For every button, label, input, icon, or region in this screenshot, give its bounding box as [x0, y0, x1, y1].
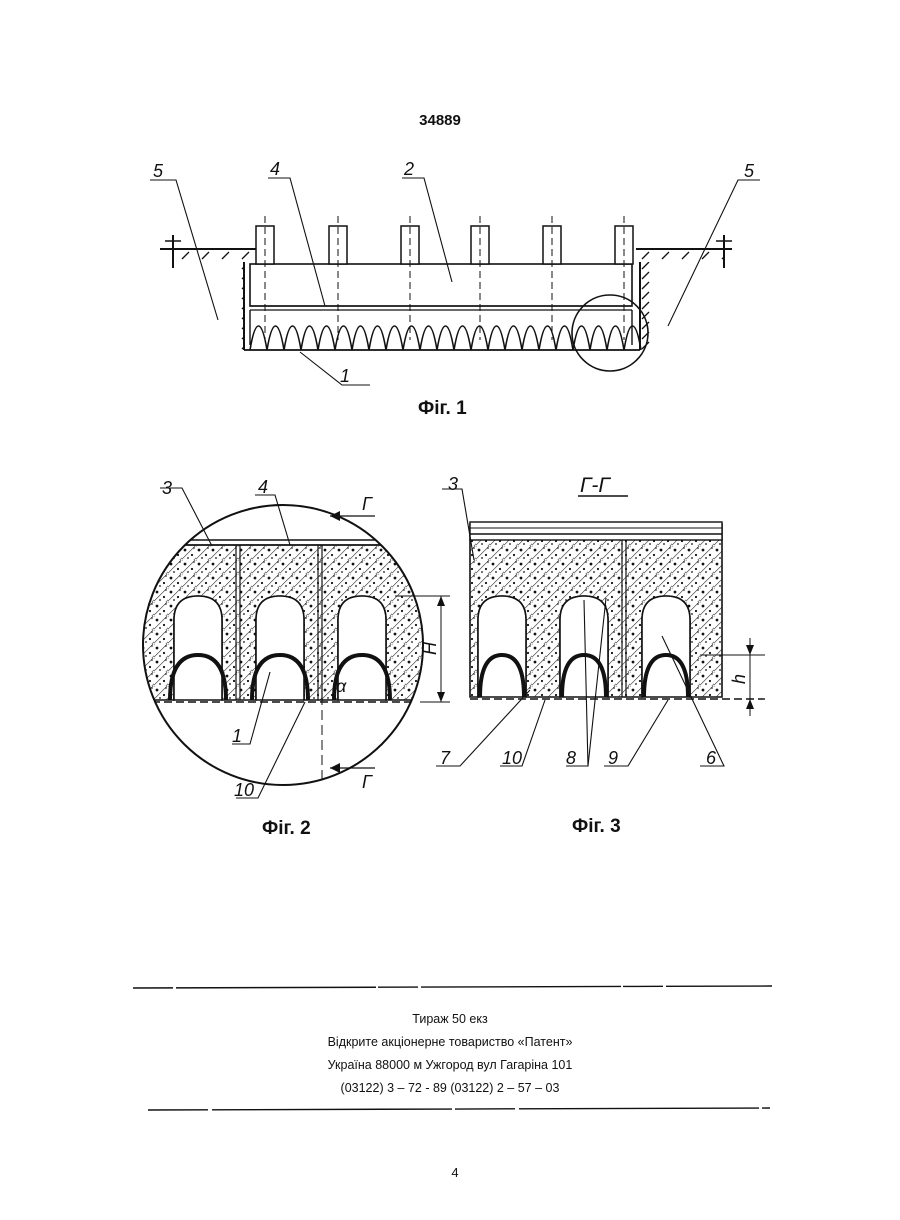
fig2-label-1: 1 [232, 726, 242, 746]
fig2-label-4: 4 [258, 477, 268, 497]
fig2-cut-top: Г [362, 494, 373, 514]
fig3-label-10: 10 [502, 748, 522, 768]
fig3-dim-h: h [729, 674, 749, 684]
footer-rule-top [133, 986, 772, 988]
footer-rule-bottom [148, 1108, 770, 1110]
fig1-caption: Фіг. 1 [418, 398, 467, 419]
fig3-caption: Фіг. 3 [572, 816, 621, 837]
fig2-cut-bottom: Г [362, 772, 373, 792]
footer-print-run: Тираж 50 екз [0, 1008, 900, 1031]
fig2-label-10: 10 [234, 780, 254, 800]
fig2-angle: α [336, 676, 347, 696]
figure-1: 5 4 2 5 1 Фіг. 1 [150, 159, 760, 419]
fig2-label-3: 3 [162, 478, 172, 498]
fig3-label-3: 3 [448, 474, 458, 494]
corrugated-base [250, 326, 641, 350]
fig1-label-5-left: 5 [153, 161, 164, 181]
fig2-caption: Фіг. 2 [262, 818, 311, 839]
column-set [256, 216, 633, 340]
fig3-label-7: 7 [440, 748, 451, 768]
figure-3: h Г-Г 3 7 10 8 9 6 Фіг. 3 [436, 474, 765, 837]
fig2-dim-H: H [420, 641, 440, 655]
page-number: 4 [0, 1165, 900, 1180]
footer-phones: (03122) 3 – 72 - 89 (03122) 2 – 57 – 03 [0, 1077, 900, 1100]
figure-2: Г Г H α 3 4 1 10 Фіг. 2 [140, 477, 450, 839]
fig3-label-6: 6 [706, 748, 717, 768]
fig1-label-4: 4 [270, 159, 280, 179]
footer-address: Україна 88000 м Ужгород вул Гагаріна 101 [0, 1054, 900, 1077]
fig1-label-2: 2 [403, 159, 414, 179]
footer-publisher: Відкрите акціонерне товариство «Патент» [0, 1031, 900, 1054]
fig3-label-9: 9 [608, 748, 618, 768]
fig3-label-8: 8 [566, 748, 576, 768]
fig1-label-5-right: 5 [744, 161, 755, 181]
fig1-label-1: 1 [340, 366, 350, 386]
fig3-section-title: Г-Г [580, 474, 611, 497]
